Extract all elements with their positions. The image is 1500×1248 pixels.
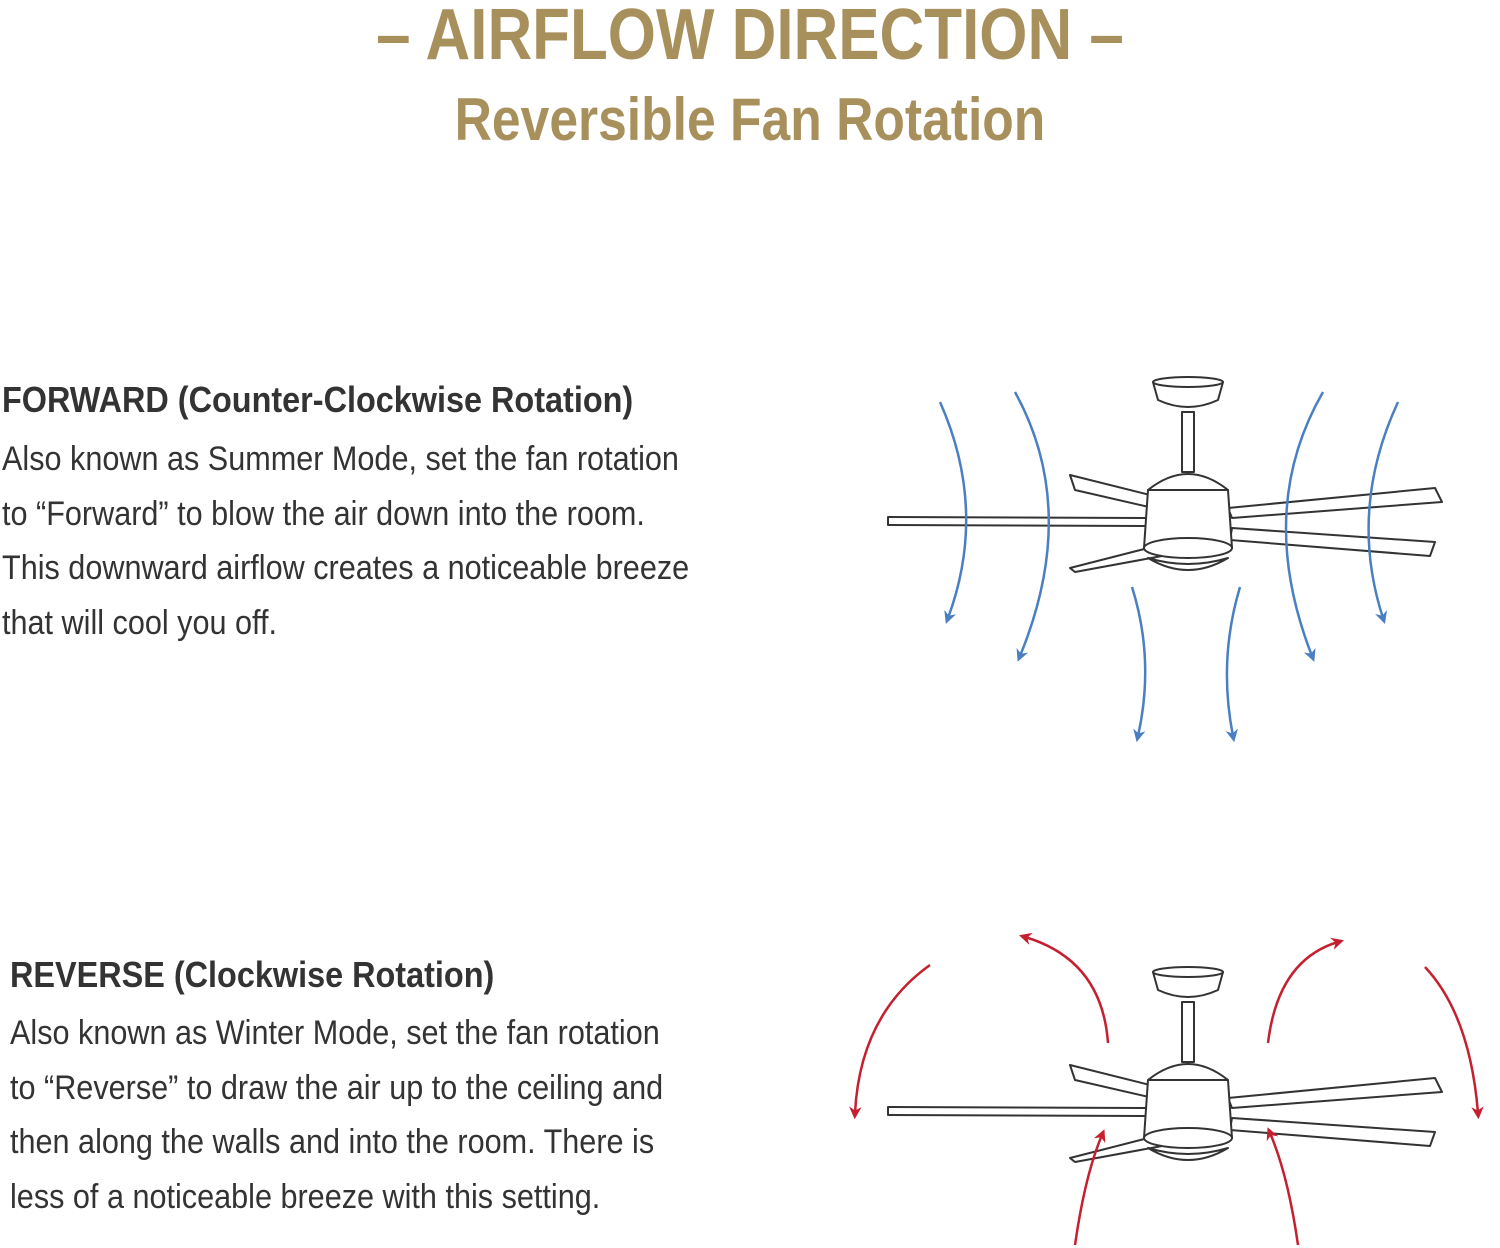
forward-description-line: to “Forward” to blow the air down into t… [2,494,645,533]
forward-description-line: This downward airflow creates a noticeab… [2,549,690,587]
ceiling-fan-icon [887,966,1443,1163]
down-arrow-icon [1130,586,1147,743]
reverse-description-line: less of a noticeable breeze with this se… [10,1177,601,1216]
down-arrow-icon [1225,586,1242,743]
up-arrow-icon [1073,1129,1106,1246]
down-arrow-icon [938,401,968,624]
reverse-airflow-diagram [849,932,1484,1246]
upward-airflow-arrows [849,932,1484,1246]
reverse-description-line: then along the walls and into the room. … [10,1123,655,1161]
forward-description-line: Also known as Summer Mode, set the fan r… [2,440,679,478]
down-arrow-icon [1367,401,1400,624]
up-arrow-icon [1019,932,1110,1044]
curved-arrow-icon [849,963,931,1120]
forward-mode-description: Also known as Summer Mode, set the fan r… [2,432,689,650]
reverse-mode-description: Also known as Winter Mode, set the fan r… [10,1006,663,1224]
page-title: – AIRFLOW DIRECTION – [376,0,1124,75]
forward-airflow-diagram [887,376,1443,743]
page-subtitle: Reversible Fan Rotation [454,86,1046,153]
down-arrow-icon [1013,391,1051,662]
curved-arrow-icon [1424,966,1484,1120]
forward-mode-heading: FORWARD (Counter-Clockwise Rotation) [2,379,634,420]
up-arrow-icon [1266,1127,1300,1246]
up-arrow-icon [1266,937,1344,1044]
down-arrow-icon [1284,391,1325,662]
reverse-mode-heading: REVERSE (Clockwise Rotation) [10,954,495,995]
reverse-description-line: Also known as Winter Mode, set the fan r… [10,1014,660,1052]
ceiling-fan-icon [887,376,1443,573]
forward-description-line: that will cool you off. [2,603,277,642]
downward-airflow-arrows [938,391,1400,743]
reverse-description-line: to “Reverse” to draw the air up to the c… [10,1068,664,1107]
